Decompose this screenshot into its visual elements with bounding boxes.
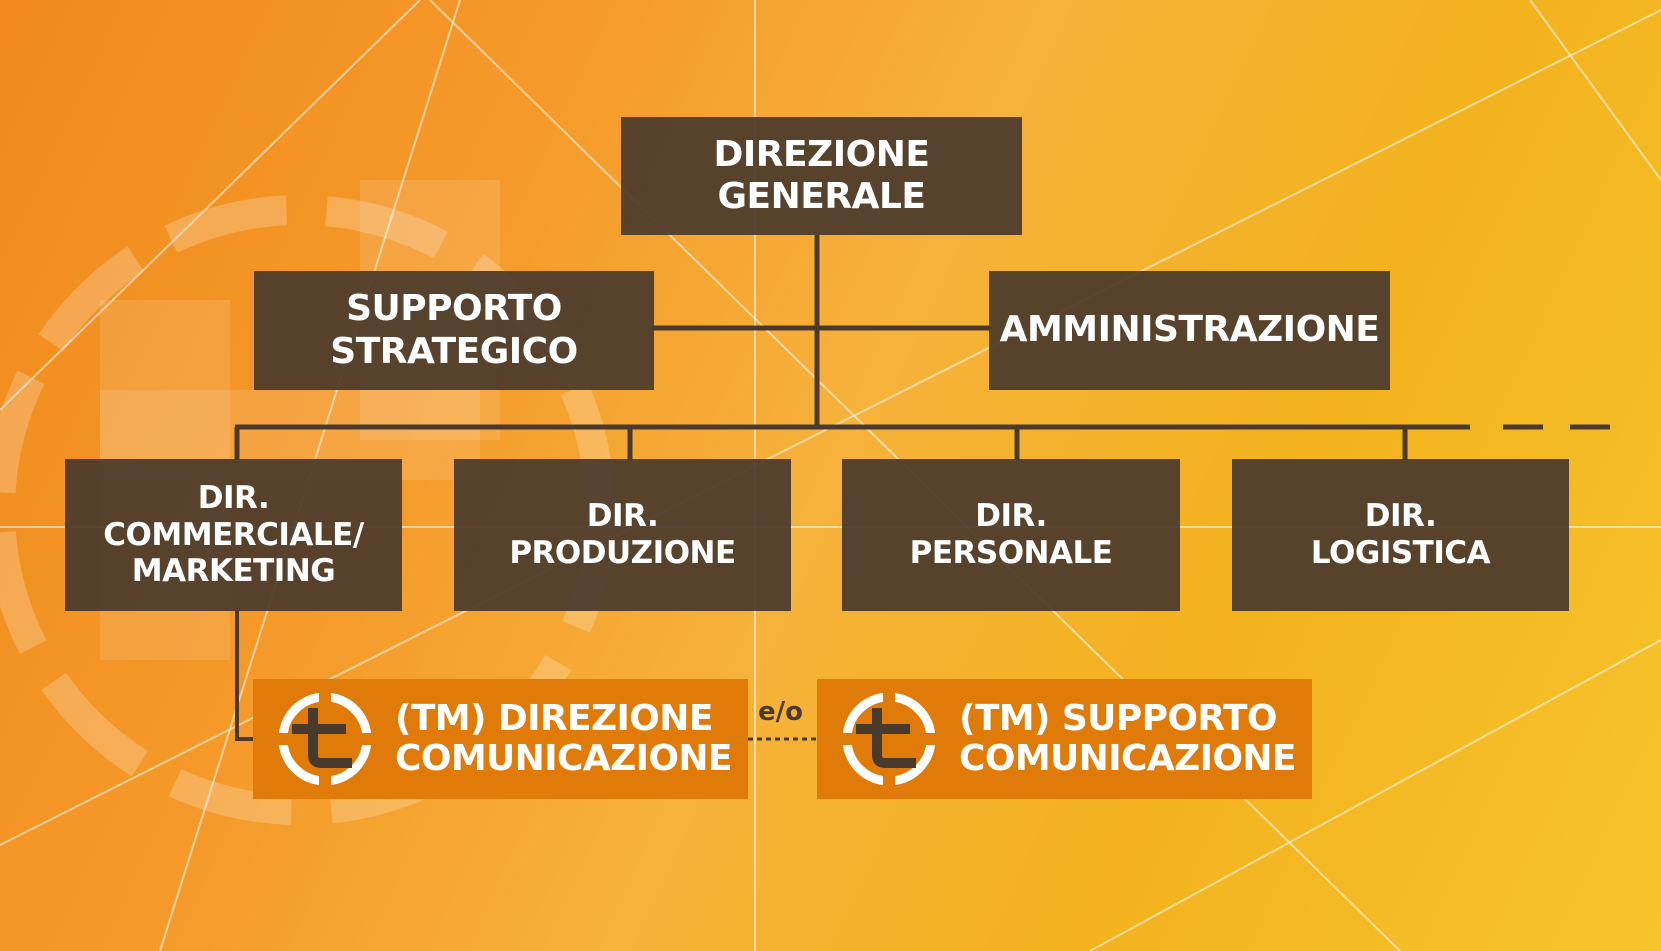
box-tm-direzione-comunicazione: (TM) DIREZIONE COMUNICAZIONE: [253, 679, 748, 799]
box-dir-personale: DIR. PERSONALE: [842, 459, 1180, 611]
box-label: DIR. PERSONALE: [909, 498, 1113, 571]
box-label: AMMINISTRAZIONE: [999, 309, 1380, 351]
box-label: DIR. COMMERCIALE/ MARKETING: [103, 480, 364, 590]
box-dir-logistica: DIR. LOGISTICA: [1232, 459, 1569, 611]
box-label: (TM) DIREZIONE COMUNICAZIONE: [395, 698, 733, 779]
box-dir-commerciale-marketing: DIR. COMMERCIALE/ MARKETING: [65, 459, 402, 611]
tm-logo-icon: [839, 689, 939, 789]
box-direzione-generale: DIREZIONE GENERALE: [621, 117, 1022, 235]
box-amministrazione: AMMINISTRAZIONE: [989, 271, 1390, 390]
box-label: DIREZIONE GENERALE: [713, 133, 930, 217]
box-label: (TM) SUPPORTO COMUNICAZIONE: [959, 698, 1297, 779]
tm-logo-icon: [275, 689, 375, 789]
box-dir-produzione: DIR. PRODUZIONE: [454, 459, 791, 611]
connector-commerciale-to-tm: [235, 610, 255, 741]
box-label: DIR. LOGISTICA: [1310, 498, 1491, 571]
box-supporto-strategico: SUPPORTO STRATEGICO: [254, 271, 654, 390]
connector-label-eo: e/o: [758, 697, 803, 727]
box-label: SUPPORTO STRATEGICO: [330, 288, 578, 372]
box-label: DIR. PRODUZIONE: [509, 498, 736, 571]
box-tm-supporto-comunicazione: (TM) SUPPORTO COMUNICAZIONE: [817, 679, 1312, 799]
